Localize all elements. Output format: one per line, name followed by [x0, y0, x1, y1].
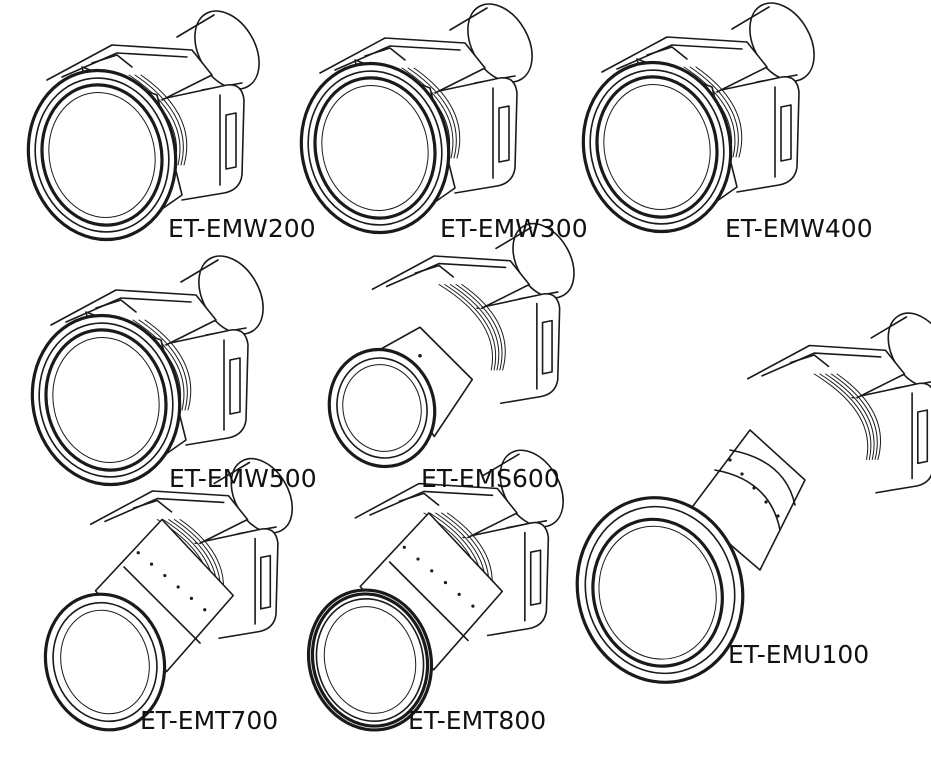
- label-et-ems600: ET-EMS600: [421, 464, 560, 493]
- lens-drawing-et-emw500: [30, 255, 264, 487]
- lens-drawing-et-ems600: [327, 222, 575, 469]
- label-et-emw200: ET-EMW200: [168, 214, 316, 243]
- label-et-emu100: ET-EMU100: [728, 640, 870, 669]
- label-et-emt700: ET-EMT700: [140, 706, 279, 735]
- label-et-emw300: ET-EMW300: [440, 214, 588, 243]
- lens-drawing-et-emu100: [575, 312, 931, 684]
- lens-drawing-et-emw300: [299, 3, 533, 235]
- lens-drawing-et-emw400: [581, 2, 815, 234]
- lens-drawing-et-emw200: [26, 10, 260, 242]
- label-et-emw500: ET-EMW500: [169, 464, 317, 493]
- label-et-emw400: ET-EMW400: [725, 214, 873, 243]
- lens-drawing-et-emt800: [306, 449, 564, 732]
- label-et-emt800: ET-EMT800: [408, 706, 547, 735]
- lens-drawing-et-emt700: [43, 457, 294, 732]
